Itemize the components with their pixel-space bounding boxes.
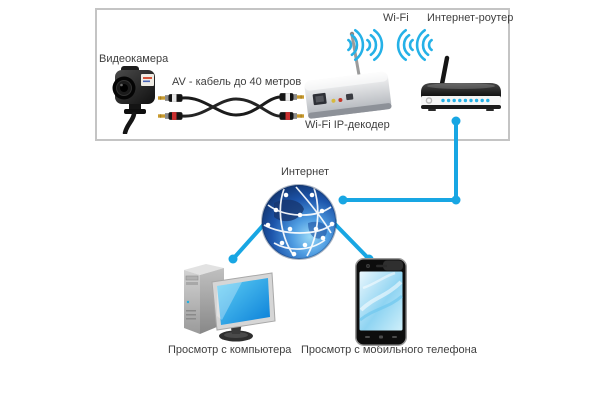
av-cable-icon (158, 93, 304, 120)
wifi-ip-decoder-icon (304, 31, 392, 119)
equipment-panel-box (95, 8, 510, 141)
camera-label: Видеокамера (99, 53, 169, 65)
router-label: Интернет-роутер (427, 12, 514, 24)
desktop-computer-icon (184, 264, 276, 342)
computer-view-label: Просмотр с компьютера (168, 344, 292, 356)
video-camera-icon (112, 66, 155, 134)
mobile-phone-icon (355, 258, 407, 346)
internet-globe-icon (261, 184, 337, 260)
wifi-waves-icon (347, 29, 433, 61)
internet-router-icon (421, 55, 501, 111)
decoder-label: Wi-Fi IP-декодер (305, 119, 390, 131)
internet-label: Интернет (281, 166, 329, 178)
router-antenna (439, 55, 450, 87)
router-led-strip (441, 98, 490, 103)
av-cable-label: AV - кабель до 40 метров (172, 76, 302, 88)
phone-view-label: Просмотр с мобильного телефона (301, 344, 477, 356)
wifi-label: Wi-Fi (383, 12, 409, 24)
computer-monitor (211, 272, 276, 342)
